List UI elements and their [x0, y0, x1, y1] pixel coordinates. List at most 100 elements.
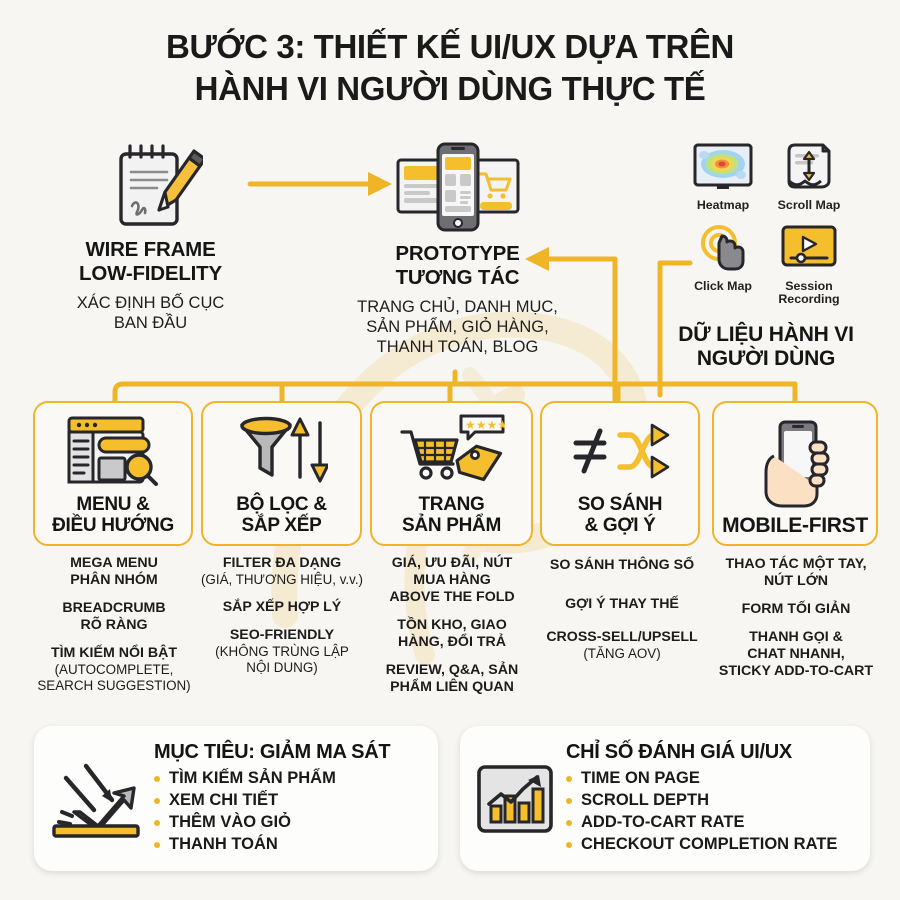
panel-list: TÌM KIẾM SẢN PHẨM XEM CHI TIẾT THÊM VÀO … [154, 768, 424, 856]
card-menu-navigation[interactable]: MENU & ĐIỀU HƯỚNG [33, 401, 193, 546]
behavior-tool-label: Session Recording [773, 278, 845, 307]
wireframe-sub-line2: BAN ĐẦU [113, 313, 188, 332]
wireframe-heading-line1: WIRE FRAME [85, 238, 216, 261]
behavior-tool-label: Click Map [694, 278, 752, 293]
panel-reduce-friction[interactable]: MỤC TIÊU: GIẢM MA SÁT TÌM KIẾM SẢN PHẨM … [34, 726, 438, 871]
card-title-line1: MOBILE-FIRST [722, 513, 868, 537]
session-recording-icon [781, 225, 837, 267]
page-title-line1: BƯỚC 3: THIẾT KẾ UI/UX DỰA TRÊN [166, 28, 734, 65]
bullet-item: GỢI Ý THAY THẾ [534, 596, 710, 613]
card-title-line2: SẮP XẾP [241, 514, 322, 536]
behavior-tool-scroll-map[interactable]: Scroll Map [773, 142, 845, 213]
card-compare-recommend[interactable]: SO SÁNH & GỢI Ý [540, 401, 700, 546]
card-title-line2: SẢN PHẨM [402, 514, 501, 536]
compare-shuffle-icon [570, 413, 670, 489]
card-title-line1: BỘ LỌC & [236, 494, 327, 515]
bullet-main: THANH GỌI &CHAT NHANH,STICKY ADD-TO-CART [718, 629, 874, 680]
behavior-tool-heatmap[interactable]: Heatmap [687, 142, 759, 213]
card-title: MENU & ĐIỀU HƯỚNG [52, 494, 174, 537]
card-title: TRANG SẢN PHẨM [402, 494, 501, 537]
page-title: BƯỚC 3: THIẾT KẾ UI/UX DỰA TRÊN HÀNH VI … [0, 26, 900, 109]
panel-body: MỤC TIÊU: GIẢM MA SÁT TÌM KIẾM SẢN PHẨM … [154, 741, 424, 856]
list-item: SCROLL DEPTH [566, 790, 856, 812]
card-title: SO SÁNH & GỢI Ý [577, 494, 663, 537]
prototype-sub-line2: SẢN PHẨM, GIỎ HÀNG, [366, 317, 549, 336]
bullet-item: FORM TỐI GIẢN [704, 601, 888, 618]
bullet-main: TÌM KIẾM NỔI BẬT [50, 645, 178, 662]
bullet-item: THAO TÁC MỘT TAY,NÚT LỚN [704, 556, 888, 590]
list-item: ADD-TO-CART RATE [566, 812, 856, 834]
panel-body: CHỈ SỐ ĐÁNH GIÁ UI/UX TIME ON PAGE SCROL… [566, 741, 856, 856]
bullet-note: (TĂNG AOV) [583, 646, 661, 662]
panel-title: CHỈ SỐ ĐÁNH GIÁ UI/UX [566, 741, 792, 764]
card-bullets-filter-sort: FILTER ĐA DẠNG(GIÁ, THƯƠNG HIỆU, v.v.) S… [196, 555, 368, 676]
behavior-tool-grid: Heatmap Scroll Map [650, 142, 882, 307]
bullet-item: TÌM KIẾM NỔI BẬT(AUTOCOMPLETE,SEARCH SUG… [26, 645, 202, 694]
bullet-main: FORM TỐI GIẢN [741, 601, 851, 618]
behavior-heading-line1: DỮ LIỆU HÀNH VI [678, 322, 854, 346]
bullet-main: SO SÁNH THÔNG SỐ [549, 557, 695, 573]
panel-ui-ux-metrics[interactable]: CHỈ SỐ ĐÁNH GIÁ UI/UX TIME ON PAGE SCROL… [460, 726, 870, 871]
card-mobile-first[interactable]: MOBILE-FIRST [712, 401, 878, 546]
list-item: XEM CHI TIẾT [154, 790, 424, 812]
bullet-main: FILTER ĐA DẠNG [222, 555, 342, 571]
prototype-heading-line2: TƯƠNG TÁC [395, 265, 520, 289]
prototype-sub-line1: TRANG CHỦ, DANH MỤC, [357, 297, 558, 316]
devices-prototype-icon [330, 138, 585, 236]
wireframe-subtext: XÁC ĐỊNH BỐ CỤC BAN ĐẦU [38, 293, 263, 333]
panel-list: TIME ON PAGE SCROLL DEPTH ADD-TO-CART RA… [566, 768, 856, 856]
session-label-line1: Session [785, 278, 833, 293]
list-item: TÌM KIẾM SẢN PHẨM [154, 768, 424, 790]
card-filter-sort[interactable]: BỘ LỌC & SẮP XẾP [201, 401, 362, 546]
behavior-tool-label: Scroll Map [777, 198, 841, 212]
bullet-note: (AUTOCOMPLETE,SEARCH SUGGESTION) [37, 662, 191, 694]
bullet-main: CROSS-SELL/UPSELL [546, 629, 698, 646]
prototype-subtext: TRANG CHỦ, DANH MỤC, SẢN PHẨM, GIỎ HÀNG,… [330, 297, 585, 357]
bullet-item: CROSS-SELL/UPSELL(TĂNG AOV) [534, 629, 710, 662]
card-title: BỘ LỌC & SẮP XẾP [236, 494, 327, 537]
card-product-page[interactable]: ★★★★ TRANG SẢN PHẨM [370, 401, 533, 546]
prototype-heading-line1: PROTOTYPE [395, 242, 520, 265]
flow-behavior-data: Heatmap Scroll Map [650, 142, 882, 372]
flow-prototype: PROTOTYPE TƯƠNG TÁC TRANG CHỦ, DANH MỤC,… [330, 138, 585, 357]
bullet-item: THANH GỌI &CHAT NHANH,STICKY ADD-TO-CART [704, 629, 888, 680]
growth-chart-icon [474, 760, 556, 838]
behavior-tool-label: Heatmap [696, 198, 750, 212]
card-title-line1: TRANG [418, 494, 485, 515]
card-title-line1: SO SÁNH [577, 494, 663, 515]
heatmap-icon [693, 143, 753, 189]
wireframe-heading: WIRE FRAME LOW-FIDELITY [38, 238, 263, 286]
bullet-item: SO SÁNH THÔNG SỐ [534, 557, 710, 574]
card-bullets-compare-recommend: SO SÁNH THÔNG SỐ GỢI Ý THAY THẾ CROSS-SE… [534, 557, 710, 662]
bullet-main: SẮP XẾP HỢP LÝ [222, 599, 342, 616]
behavior-tool-click-map[interactable]: Click Map [687, 223, 759, 307]
click-map-icon [701, 224, 745, 271]
bounce-arrow-icon [48, 756, 144, 842]
list-item: THÊM VÀO GIỎ [154, 812, 424, 834]
bullet-main: GỢI Ý THAY THẾ [565, 596, 679, 613]
wireframe-sub-line1: XÁC ĐỊNH BỐ CỤC [76, 293, 225, 312]
behavior-tool-session-recording[interactable]: Session Recording [773, 223, 845, 307]
bullet-main: THAO TÁC MỘT TAY,NÚT LỚN [725, 556, 867, 590]
browser-search-icon [65, 413, 161, 489]
svg-text:★★★★: ★★★★ [465, 418, 505, 432]
list-item: CHECKOUT COMPLETION RATE [566, 834, 856, 856]
hand-phone-icon [758, 420, 832, 508]
bullet-main: SEO-FRIENDLY [229, 627, 335, 644]
page-title-line2: HÀNH VI NGƯỜI DÙNG THỰC TẾ [194, 69, 706, 107]
cart-tag-rating-icon: ★★★★ [399, 413, 505, 489]
card-title-line2: & GỢI Ý [584, 514, 656, 536]
